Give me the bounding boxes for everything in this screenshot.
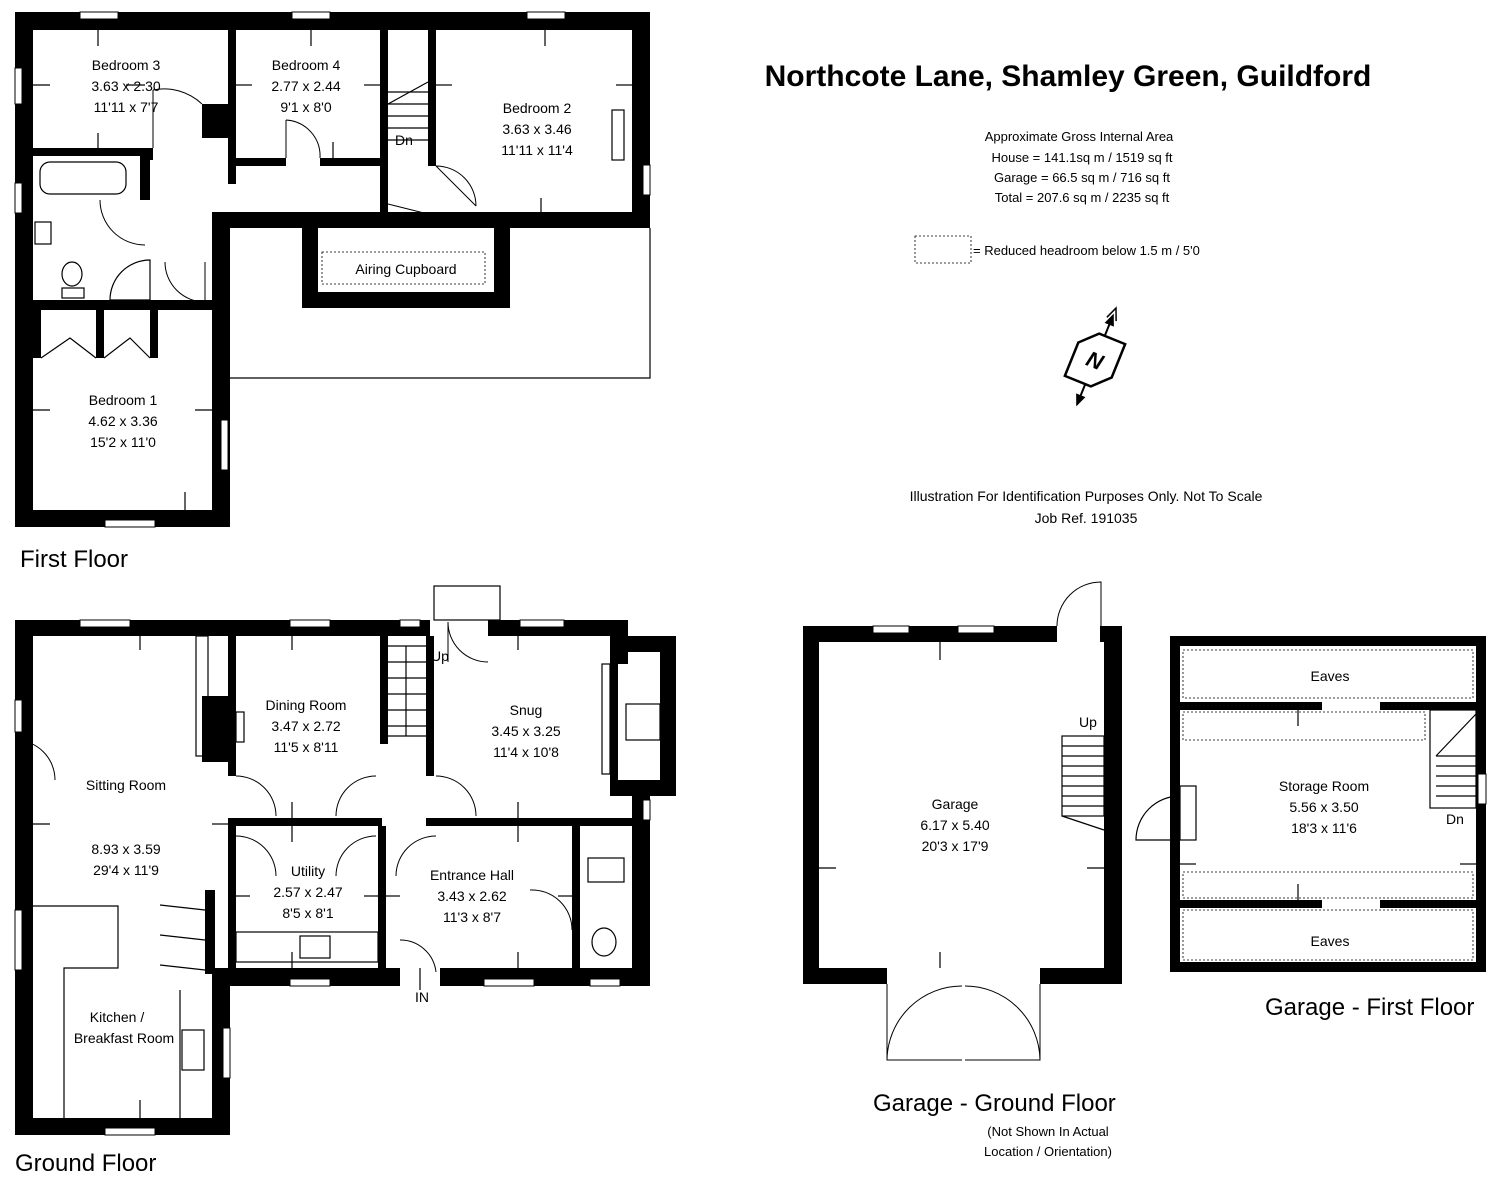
first-floor-plan bbox=[14, 11, 651, 528]
bedroom3-metric: 3.63 x 2.30 bbox=[91, 78, 160, 94]
compass-icon: N bbox=[1063, 306, 1127, 407]
bedroom4-name: Bedroom 4 bbox=[272, 57, 341, 73]
storage-room-metric: 5.56 x 3.50 bbox=[1289, 799, 1358, 815]
bedroom1-name: Bedroom 1 bbox=[89, 392, 158, 408]
entrance-hall-name: Entrance Hall bbox=[430, 867, 514, 883]
first-floor-stairs-dn: Dn bbox=[395, 132, 413, 148]
bedroom2-metric: 3.63 x 3.46 bbox=[502, 121, 571, 137]
snug-metric: 3.45 x 3.25 bbox=[491, 723, 560, 739]
garage-stairs-up: Up bbox=[1079, 714, 1097, 730]
snug-imperial: 11'4 x 10'8 bbox=[493, 744, 559, 760]
garage-ground-plan bbox=[803, 581, 1122, 1061]
sitting-room-metric: 8.93 x 3.59 bbox=[91, 841, 160, 857]
airing-cupboard-label: Airing Cupboard bbox=[355, 261, 456, 277]
first-floor-label: First Floor bbox=[20, 546, 128, 573]
bedroom4-imperial: 9'1 x 8'0 bbox=[280, 99, 331, 115]
area-heading: Approximate Gross Internal Area bbox=[985, 129, 1174, 144]
sitting-room-imperial: 29'4 x 11'9 bbox=[93, 862, 159, 878]
dining-room-metric: 3.47 x 2.72 bbox=[271, 718, 340, 734]
utility-imperial: 8'5 x 8'1 bbox=[282, 905, 333, 921]
eaves-top-label: Eaves bbox=[1311, 668, 1350, 684]
ground-floor-label: Ground Floor bbox=[15, 1150, 156, 1177]
sitting-room-name: Sitting Room bbox=[86, 777, 166, 793]
garage-imperial: 20'3 x 17'9 bbox=[922, 838, 989, 854]
garage-first-stairs-dn: Dn bbox=[1446, 811, 1464, 827]
legend-text: = Reduced headroom below 1.5 m / 5'0 bbox=[973, 243, 1200, 258]
entrance-in-label: IN bbox=[415, 989, 429, 1005]
utility-name: Utility bbox=[291, 863, 325, 879]
reduced-headroom-swatch bbox=[914, 235, 972, 264]
garage-first-plan bbox=[1135, 636, 1487, 972]
entrance-hall-imperial: 11'3 x 8'7 bbox=[443, 909, 501, 925]
bedroom3-imperial: 11'11 x 7'7 bbox=[94, 99, 159, 115]
ground-floor-stairs-up: Up bbox=[431, 648, 449, 664]
area-garage: Garage = 66.5 sq m / 716 sq ft bbox=[994, 170, 1170, 185]
storage-room-name: Storage Room bbox=[1279, 778, 1369, 794]
bedroom2-imperial: 11'11 x 11'4 bbox=[501, 142, 573, 158]
garage-ground-floor-label: Garage - Ground Floor bbox=[873, 1090, 1116, 1117]
area-total: Total = 207.6 sq m / 2235 sq ft bbox=[995, 190, 1170, 205]
kitchen-line1: Kitchen / bbox=[90, 1009, 145, 1025]
bedroom1-metric: 4.62 x 3.36 bbox=[88, 413, 157, 429]
kitchen-line2: Breakfast Room bbox=[74, 1030, 174, 1046]
garage-name: Garage bbox=[932, 796, 979, 812]
dining-room-name: Dining Room bbox=[266, 697, 347, 713]
snug-name: Snug bbox=[510, 702, 543, 718]
eaves-bottom-label: Eaves bbox=[1311, 933, 1350, 949]
dining-room-imperial: 11'5 x 8'11 bbox=[274, 739, 339, 755]
bedroom4-metric: 2.77 x 2.44 bbox=[271, 78, 340, 94]
bedroom1-imperial: 15'2 x 11'0 bbox=[90, 434, 156, 450]
ground-floor-plan bbox=[14, 585, 676, 1136]
area-house: House = 141.1sq m / 1519 sq ft bbox=[991, 150, 1172, 165]
disclaimer-line1: Illustration For Identification Purposes… bbox=[910, 488, 1263, 504]
bedroom3-name: Bedroom 3 bbox=[92, 57, 161, 73]
utility-metric: 2.57 x 2.47 bbox=[273, 884, 342, 900]
garage-note-line2: Location / Orientation) bbox=[984, 1144, 1112, 1159]
bedroom2-name: Bedroom 2 bbox=[503, 100, 572, 116]
storage-room-imperial: 18'3 x 11'6 bbox=[1291, 820, 1357, 836]
entrance-hall-metric: 3.43 x 2.62 bbox=[437, 888, 506, 904]
garage-first-floor-label: Garage - First Floor bbox=[1265, 994, 1474, 1021]
garage-metric: 6.17 x 5.40 bbox=[920, 817, 989, 833]
garage-note-line1: (Not Shown In Actual bbox=[987, 1124, 1109, 1139]
property-title: Northcote Lane, Shamley Green, Guildford bbox=[765, 60, 1372, 93]
disclaimer-line2: Job Ref. 191035 bbox=[1035, 510, 1138, 526]
